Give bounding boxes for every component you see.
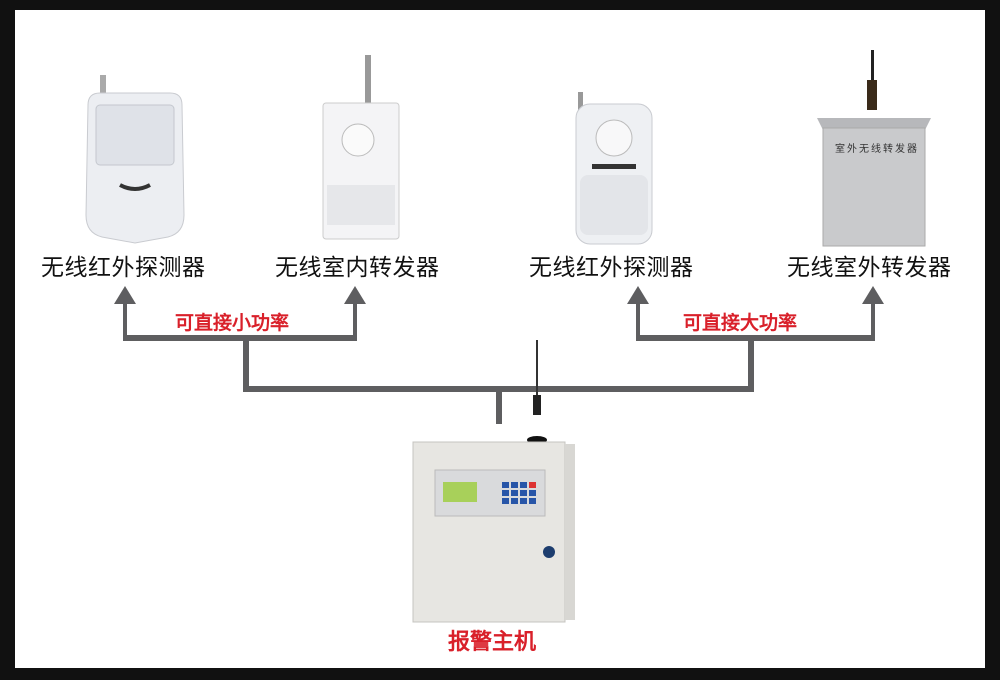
alarm-host-image	[412, 340, 575, 623]
note-low-power: 可直接小功率	[175, 312, 290, 334]
connector-line	[748, 340, 754, 390]
device-label-indoor-repeater: 无线室内转发器	[275, 255, 440, 281]
alarm-host-label: 报警主机	[448, 630, 537, 655]
pir-detector-2-image	[575, 92, 653, 245]
arrow-up-icon	[627, 286, 649, 304]
connector-line	[243, 386, 754, 392]
pir-detector-image	[85, 75, 185, 244]
connector-line	[636, 335, 875, 341]
arrow-up-icon	[114, 286, 136, 304]
device-label-pir-1: 无线红外探测器	[41, 255, 206, 281]
outdoor-repeater-panel-text: 室外无线转发器	[835, 144, 919, 155]
indoor-repeater-image	[322, 55, 400, 240]
arrow-up-icon	[862, 286, 884, 304]
connector-line	[123, 335, 357, 341]
connector-line	[871, 302, 875, 340]
diagram-canvas: 室外无线转发器 无线红外探测器 无线室内转发器 无线红外探测器 无线室外转发器 …	[15, 10, 985, 668]
outdoor-repeater-image	[817, 50, 931, 247]
device-label-outdoor-repeater: 无线室外转发器	[787, 255, 952, 281]
connector-line	[123, 302, 127, 340]
connector-line	[636, 302, 640, 340]
connector-line	[243, 340, 249, 390]
connector-line	[496, 390, 502, 424]
note-high-power: 可直接大功率	[683, 312, 798, 334]
connector-line	[353, 302, 357, 340]
device-label-pir-2: 无线红外探测器	[529, 255, 694, 281]
arrow-up-icon	[344, 286, 366, 304]
